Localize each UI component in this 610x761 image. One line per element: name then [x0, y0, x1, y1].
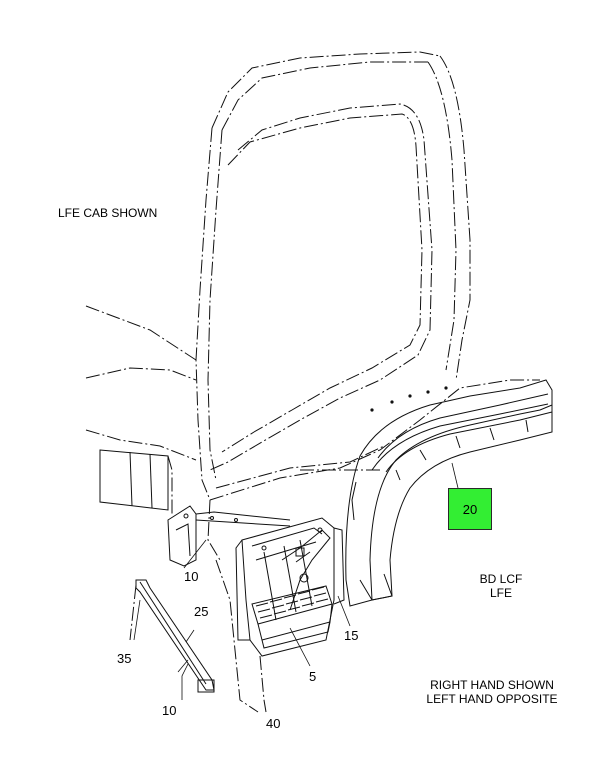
- cab-outline: [85, 51, 540, 561]
- callout-20-highlight[interactable]: 20: [448, 488, 492, 530]
- callout-20: 20: [462, 501, 478, 517]
- hand-note: RIGHT HAND SHOWN LEFT HAND OPPOSITE: [412, 678, 572, 706]
- callout-25[interactable]: 25: [194, 604, 209, 619]
- model-note-line-1: BD LCF: [479, 572, 523, 586]
- support-strut: [135, 579, 215, 693]
- callout-10-upper[interactable]: 10: [184, 569, 199, 584]
- callout-35[interactable]: 35: [117, 651, 132, 666]
- model-note-line-2: LFE: [489, 586, 512, 600]
- hand-note-line-2: LEFT HAND OPPOSITE: [426, 692, 558, 706]
- callout-10-lower[interactable]: 10: [162, 703, 177, 718]
- cab-shown-note: LFE CAB SHOWN: [58, 206, 158, 220]
- callout-40[interactable]: 40: [266, 716, 281, 731]
- step-assembly: [235, 517, 345, 657]
- model-note: BD LCF LFE: [466, 572, 536, 600]
- hand-note-line-1: RIGHT HAND SHOWN: [430, 678, 554, 692]
- mounting-bracket: [167, 505, 291, 567]
- callout-5[interactable]: 5: [309, 669, 317, 684]
- leader-lines: [129, 462, 459, 713]
- callout-15[interactable]: 15: [344, 628, 359, 643]
- fender-flare: [345, 379, 553, 607]
